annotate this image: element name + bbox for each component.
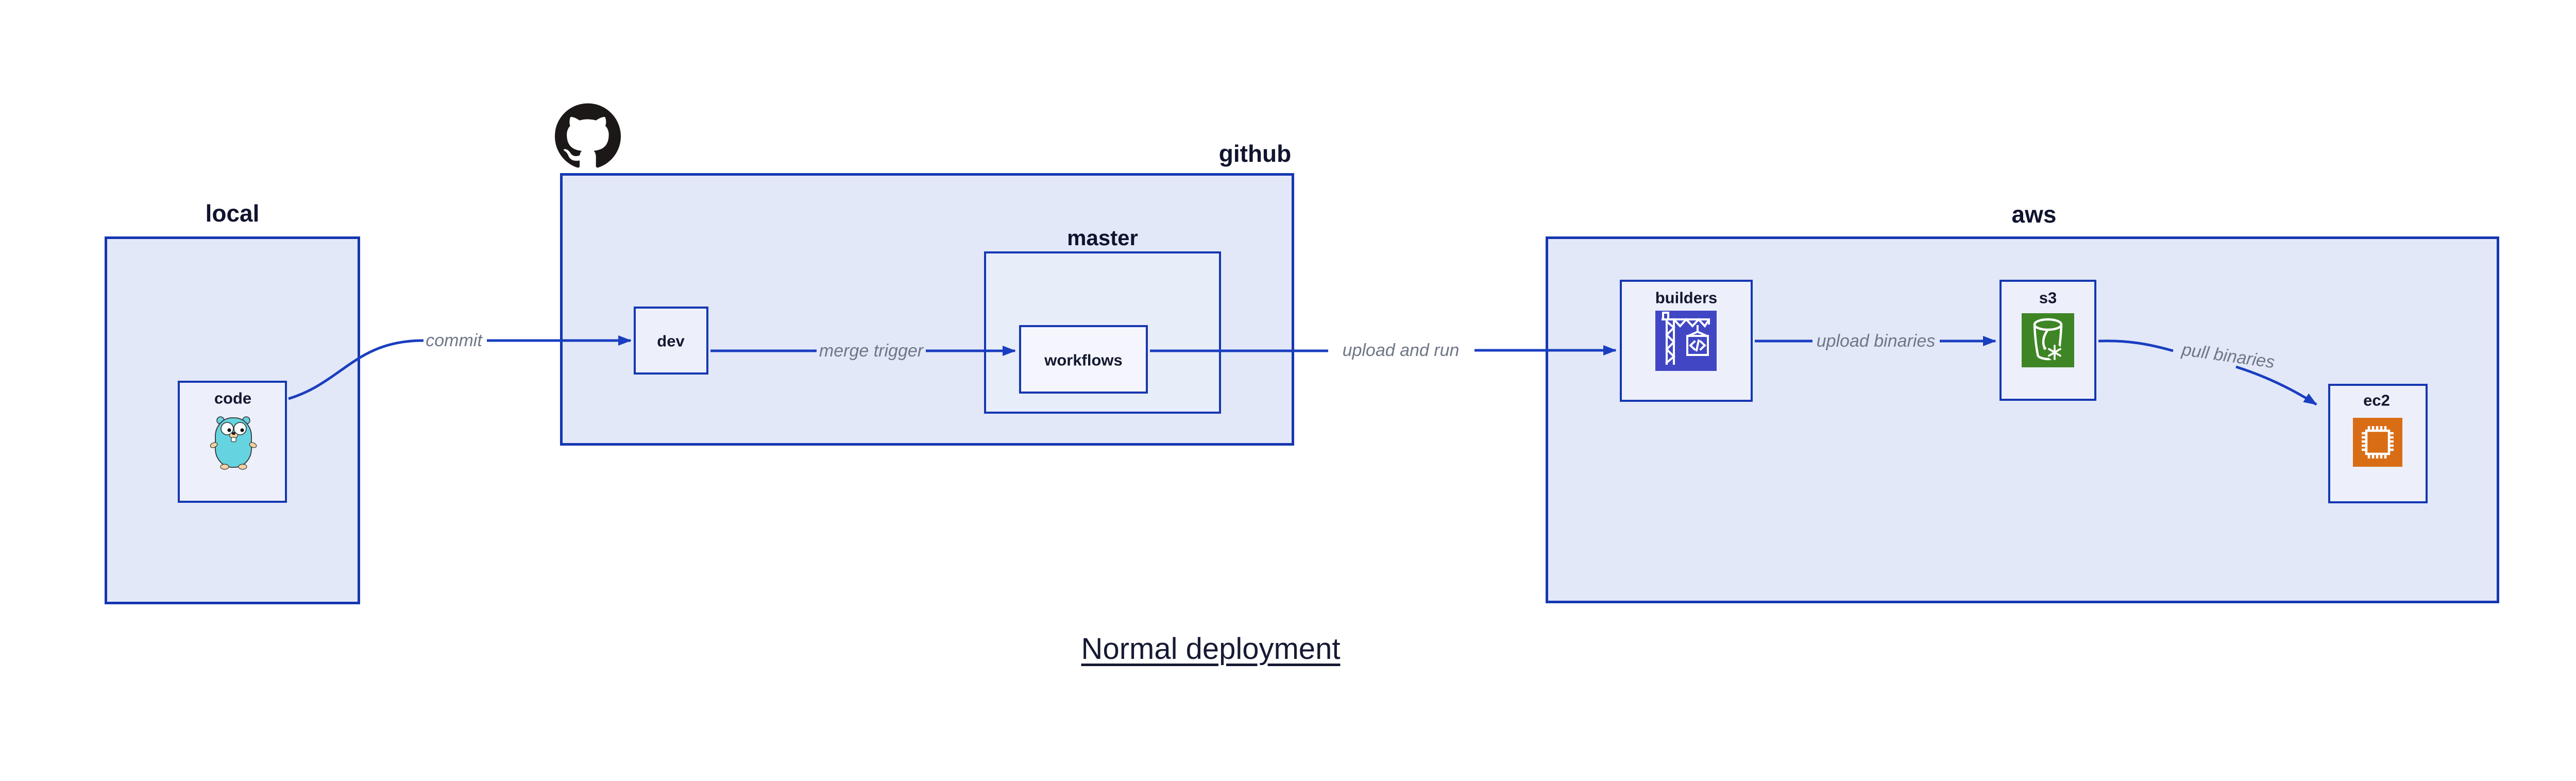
github-octocat-icon — [555, 103, 621, 168]
s3-node-label: s3 — [2039, 288, 2057, 307]
local-group-label: local — [205, 200, 260, 227]
aws-group-label: aws — [2011, 201, 2057, 228]
upload-and-run-edge-label: upload and run — [1342, 341, 1460, 360]
master-group-label: master — [1067, 226, 1138, 250]
code-node-label: code — [214, 389, 252, 408]
workflows-node-box — [1019, 325, 1148, 394]
diagram-title: Normal deployment — [1081, 632, 1341, 666]
workflows-node-label: workflows — [1044, 351, 1123, 369]
builders-node-label: builders — [1655, 288, 1718, 307]
upload-binaries-edge-label: upload binaries — [1816, 331, 1936, 351]
dev-node-box — [634, 307, 708, 375]
builders-node-box — [1620, 280, 1753, 402]
merge-trigger-edge-label: merge trigger — [819, 341, 924, 361]
ec2-node-label: ec2 — [2363, 391, 2390, 410]
commit-edge-label: commit — [426, 331, 482, 350]
github-group-label: github — [1218, 140, 1292, 167]
dev-node-label: dev — [657, 332, 685, 350]
